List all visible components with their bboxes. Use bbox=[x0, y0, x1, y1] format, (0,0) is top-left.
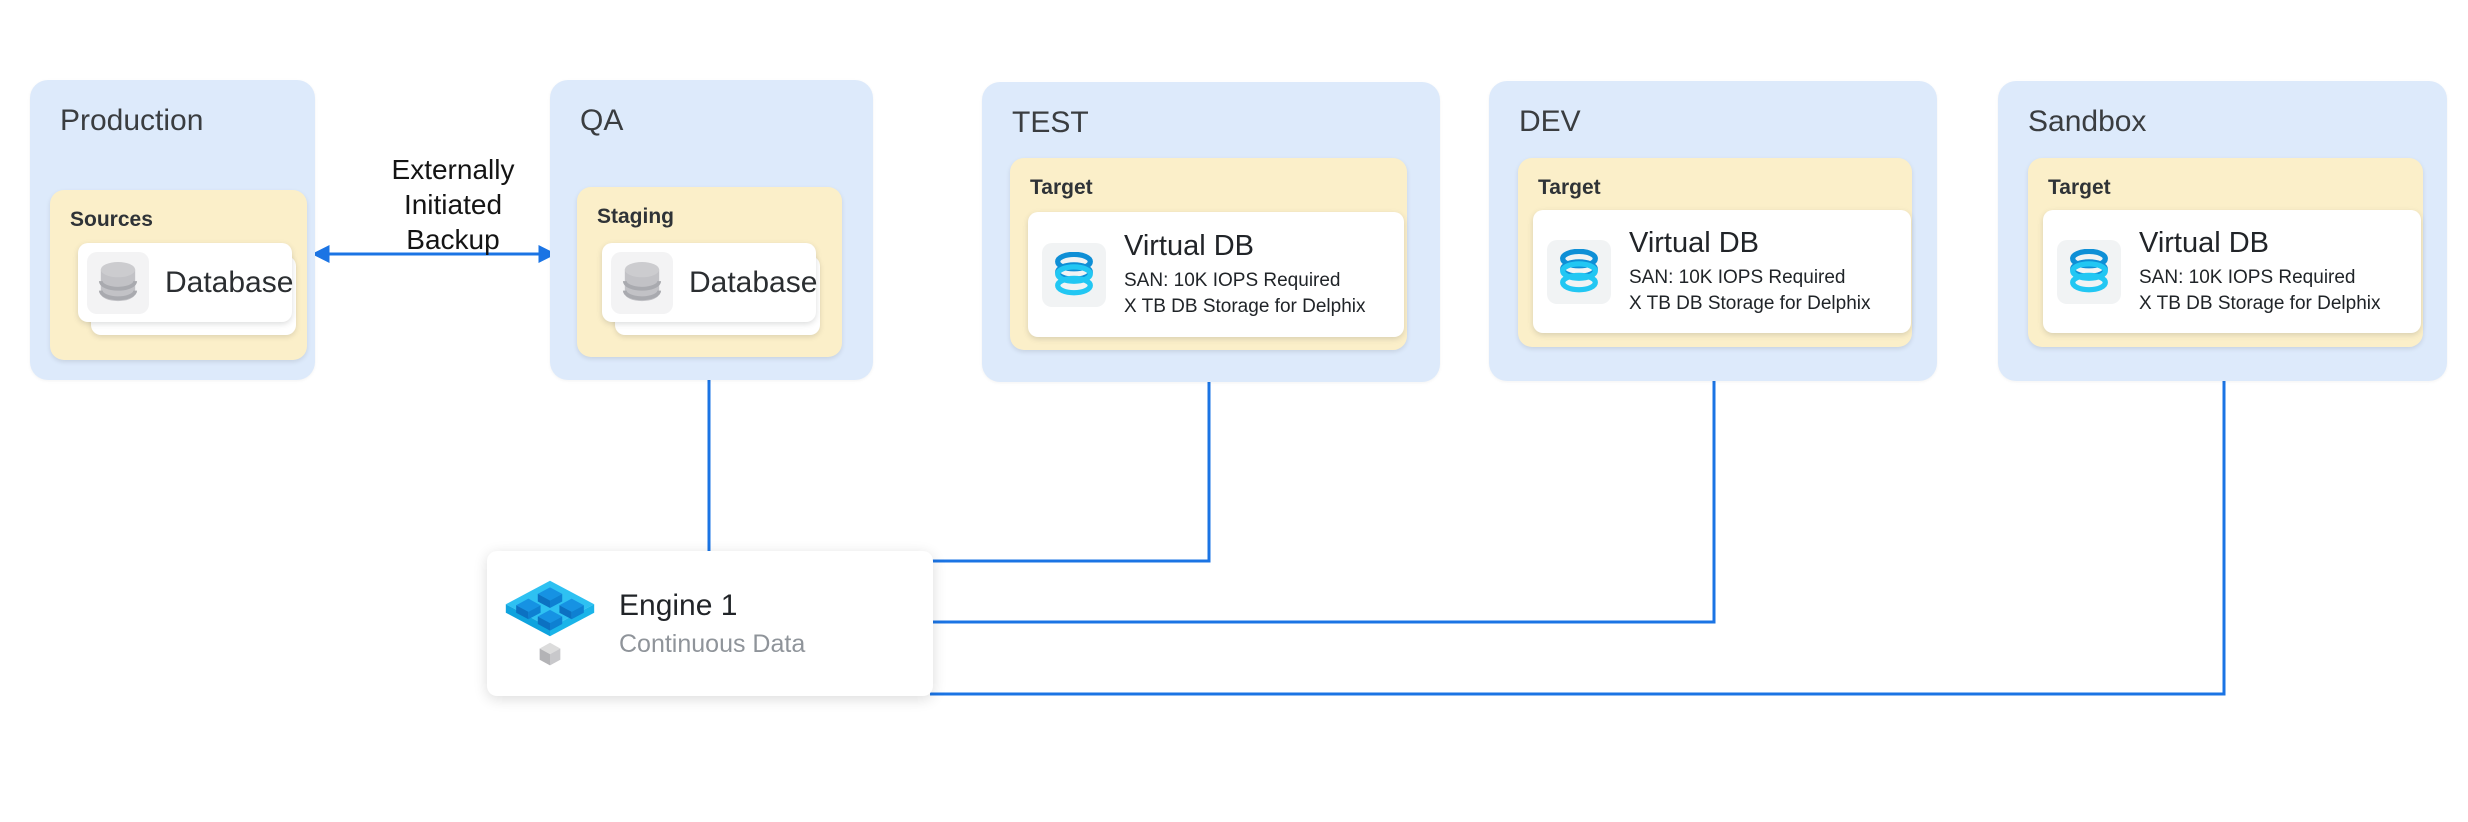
env-label-dev: DEV bbox=[1519, 105, 1581, 138]
virtual-db-detail: X TB DB Storage for Delphix bbox=[1124, 295, 1366, 317]
engine-to-sandbox-arrow bbox=[930, 350, 2233, 696]
database-card: Database bbox=[602, 243, 818, 322]
virtual-db-card: Virtual DB SAN: 10K IOPS Required X TB D… bbox=[1028, 212, 1404, 337]
backup-arrow-label: Externally Initiated Backup bbox=[391, 154, 515, 255]
env-label-sandbox: Sandbox bbox=[2028, 105, 2147, 138]
section-label-target: Target bbox=[1030, 176, 1093, 199]
database-card-label: Database bbox=[165, 265, 294, 299]
env-test: TEST Target Virtual DB SAN: 10K IOPS Req… bbox=[982, 82, 1440, 382]
engine-icon bbox=[505, 580, 595, 665]
virtual-db-title: Virtual DB bbox=[1629, 226, 1760, 259]
virtual-db-card: Virtual DB SAN: 10K IOPS Required X TB D… bbox=[1533, 210, 1911, 333]
virtual-db-icon bbox=[2057, 239, 2121, 304]
virtual-db-icon bbox=[1547, 239, 1611, 304]
env-sandbox: Sandbox Target Virtual DB SAN: 10K IOPS … bbox=[1998, 81, 2447, 381]
database-icon bbox=[611, 251, 673, 314]
env-label-qa: QA bbox=[580, 104, 624, 137]
virtual-db-title: Virtual DB bbox=[2139, 226, 2270, 259]
env-qa: QA Staging Database bbox=[550, 80, 873, 380]
section-target: Target Virtual DB SAN: 10K IOPS Required… bbox=[1518, 158, 1912, 347]
virtual-db-detail: SAN: 10K IOPS Required bbox=[1124, 269, 1341, 291]
virtual-db-card: Virtual DB SAN: 10K IOPS Required X TB D… bbox=[2043, 210, 2421, 333]
section-target: Target Virtual DB SAN: 10K IOPS Required… bbox=[2028, 158, 2423, 347]
section-label-staging: Staging bbox=[597, 205, 674, 228]
env-production: Production Sources Database bbox=[30, 80, 315, 380]
section-staging: Staging Database bbox=[577, 187, 842, 357]
section-label-target: Target bbox=[1538, 176, 1601, 199]
database-icon bbox=[87, 251, 149, 314]
virtual-db-detail: X TB DB Storage for Delphix bbox=[1629, 292, 1871, 314]
engine-title: Engine 1 bbox=[619, 588, 738, 622]
section-label-sources: Sources bbox=[70, 208, 153, 231]
virtual-db-detail: X TB DB Storage for Delphix bbox=[2139, 292, 2381, 314]
engine-to-test-arrow bbox=[931, 346, 1218, 563]
virtual-db-detail: SAN: 10K IOPS Required bbox=[1629, 266, 1846, 288]
database-card: Database bbox=[78, 243, 294, 322]
section-label-target: Target bbox=[2048, 176, 2111, 199]
section-sources: Sources Database bbox=[50, 190, 307, 360]
env-label-production: Production bbox=[60, 104, 204, 137]
env-label-test: TEST bbox=[1012, 106, 1089, 139]
engine-card: Engine 1 Continuous Data bbox=[487, 551, 933, 696]
virtual-db-icon bbox=[1042, 242, 1106, 307]
env-dev: DEV Target Virtual DB SAN: 10K IOPS Requ… bbox=[1489, 81, 1937, 381]
section-target: Target Virtual DB SAN: 10K IOPS Required… bbox=[1010, 158, 1407, 350]
virtual-db-title: Virtual DB bbox=[1124, 229, 1255, 262]
engine-subtitle: Continuous Data bbox=[619, 629, 806, 658]
engine-to-dev-arrow bbox=[931, 352, 1723, 624]
virtual-db-detail: SAN: 10K IOPS Required bbox=[2139, 266, 2356, 288]
database-card-label: Database bbox=[689, 265, 818, 299]
